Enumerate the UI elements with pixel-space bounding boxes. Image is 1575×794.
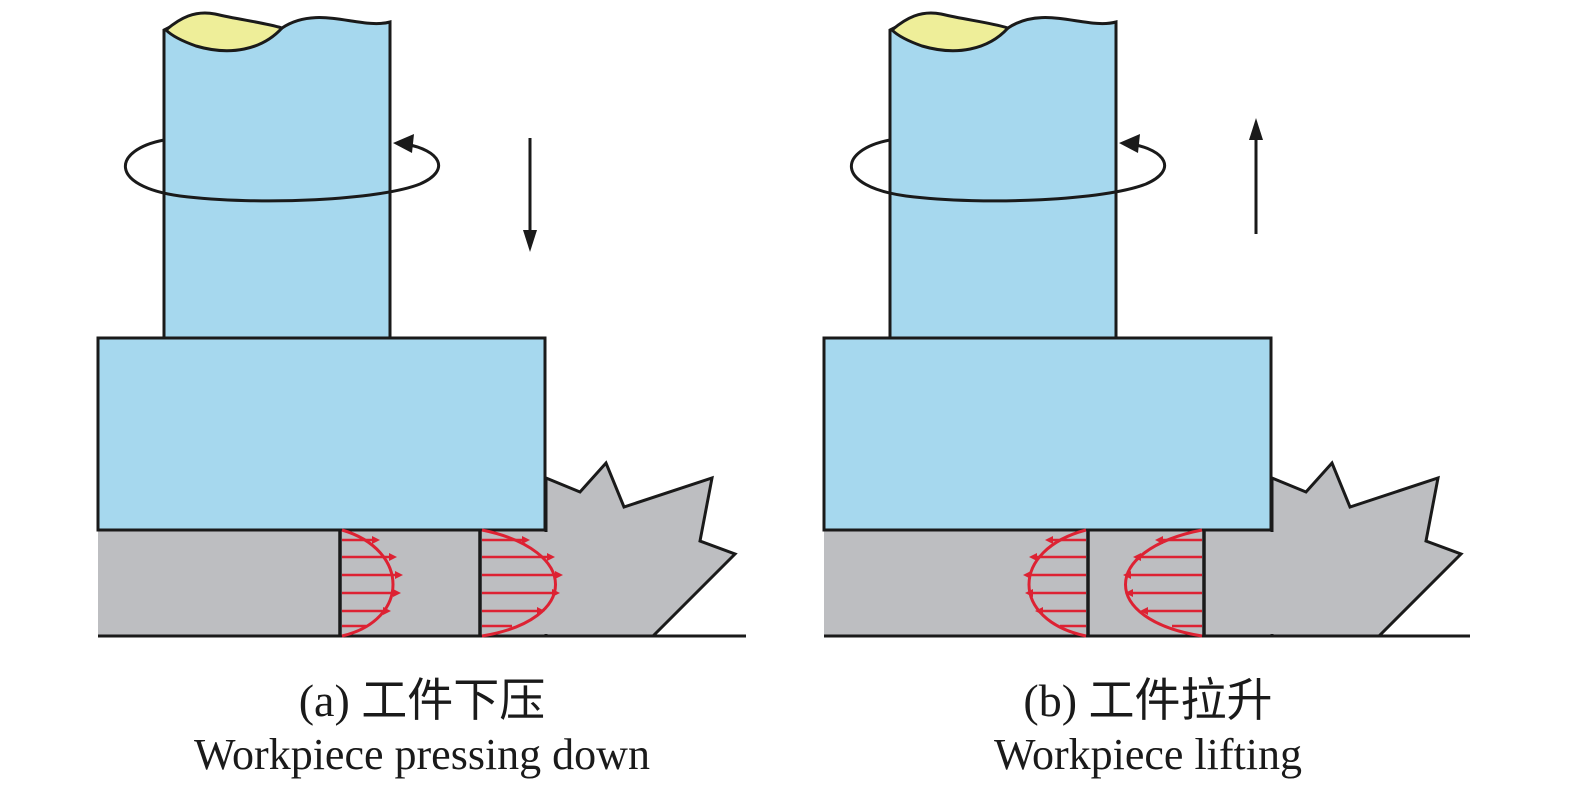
caption-panel-b: (b) 工件拉升 Workpiece lifting bbox=[798, 674, 1498, 782]
tool-shoulder bbox=[822, 336, 1273, 532]
caption-cn: (b) 工件拉升 bbox=[1023, 675, 1273, 726]
flow-profile-left bbox=[1023, 528, 1090, 638]
flash-burr bbox=[544, 460, 738, 638]
panel-a bbox=[96, 11, 746, 638]
tool-shoulder bbox=[96, 336, 547, 532]
flow-profile-right bbox=[1123, 528, 1206, 638]
tool-shaft bbox=[162, 16, 392, 340]
down-arrow-icon bbox=[523, 138, 537, 252]
up-arrow-icon bbox=[1249, 118, 1263, 234]
caption-en: Workpiece lifting bbox=[993, 730, 1303, 779]
flow-profile-left bbox=[338, 528, 403, 638]
panel-b bbox=[822, 11, 1470, 638]
rotation-arrow-icon bbox=[123, 134, 441, 203]
caption-panel-a: (a) 工件下压 Workpiece pressing down bbox=[72, 674, 772, 782]
tool-shaft bbox=[888, 16, 1118, 340]
workpiece-plate bbox=[98, 530, 546, 636]
tool-tip bbox=[163, 11, 285, 53]
tool-tip bbox=[889, 11, 1011, 53]
flash-burr bbox=[1270, 460, 1464, 638]
rotation-arrow-icon bbox=[849, 134, 1167, 203]
caption-en: Workpiece pressing down bbox=[194, 730, 650, 779]
flow-profile-right bbox=[478, 528, 563, 638]
caption-cn: (a) 工件下压 bbox=[298, 675, 546, 726]
